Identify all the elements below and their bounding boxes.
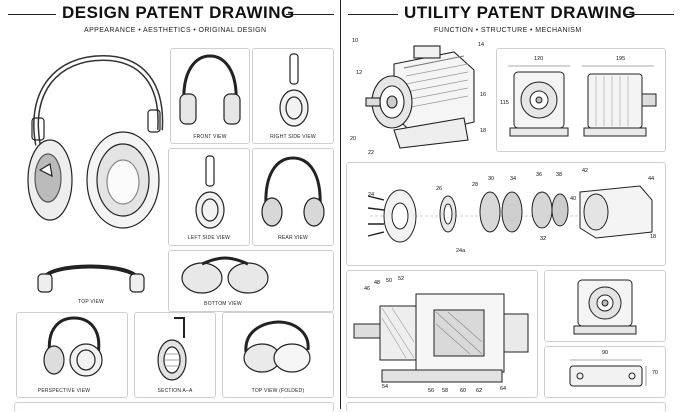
- sec-ref-48: 48: [374, 280, 381, 286]
- sec-ref-46: 46: [364, 286, 371, 292]
- utility-title-rule-left: [348, 14, 398, 15]
- ref-16: 16: [480, 92, 487, 98]
- ref-20: 20: [350, 136, 357, 142]
- sec-ref-60: 60: [460, 388, 467, 394]
- perspective-view-drawing: [43, 316, 103, 377]
- end-view-drawing: [573, 279, 637, 335]
- motor-side-orthographic: [582, 65, 657, 137]
- right-view-drawing: [279, 53, 309, 127]
- ref-14: 14: [478, 42, 485, 48]
- utility-subtitle: FUNCTION • STRUCTURE • MECHANISM: [434, 27, 582, 34]
- perspective-view-caption: PERSPECTIVE VIEW: [37, 388, 91, 394]
- sec-ref-64: 64: [500, 386, 507, 392]
- left-view-caption: LEFT SIDE VIEW: [187, 235, 231, 241]
- utility-title: UTILITY PATENT DRAWING: [404, 3, 636, 22]
- exp-ref-26: 26: [436, 186, 443, 192]
- exp-ref-18: 18: [650, 234, 657, 240]
- dim-width-top: 120: [534, 56, 544, 62]
- headphones-main-illustration: [27, 54, 164, 229]
- right-view-caption: RIGHT SIDE VIEW: [270, 134, 316, 140]
- exp-ref-44: 44: [648, 176, 655, 182]
- exp-ref-24a: 24a: [456, 248, 466, 254]
- bottom-strip-right: [346, 402, 666, 412]
- exp-ref-34: 34: [510, 176, 517, 182]
- folded-view-caption: TOP VIEW (FOLDED): [251, 388, 305, 394]
- sec-ref-54: 54: [382, 384, 389, 390]
- motor-front-orthographic: [508, 65, 570, 137]
- folded-view-drawing: [243, 320, 311, 373]
- front-view-drawing: [179, 54, 241, 125]
- ref-18: 18: [480, 128, 487, 134]
- dim-side: 70: [652, 370, 659, 376]
- dim-width-side: 195: [616, 56, 626, 62]
- left-view-drawing: [195, 155, 225, 229]
- section-cut-drawing: [353, 293, 529, 383]
- base-view-drawing: [569, 359, 647, 387]
- ref-22: 22: [368, 150, 375, 156]
- exp-ref-24: 24: [368, 192, 375, 198]
- utility-title-rule-right: [624, 14, 674, 15]
- sec-ref-50: 50: [386, 278, 393, 284]
- sec-ref-58: 58: [442, 388, 449, 394]
- exp-ref-40: 40: [570, 196, 577, 202]
- exploded-view-drawing: [367, 185, 653, 243]
- motor-main-illustration: [365, 45, 475, 149]
- rear-view-drawing: [261, 156, 325, 227]
- dim-height: 115: [500, 100, 509, 106]
- design-title: DESIGN PATENT DRAWING: [62, 3, 295, 22]
- top-view-drawing: [37, 264, 145, 293]
- exp-ref-32: 32: [540, 236, 547, 242]
- sec-ref-52: 52: [398, 276, 405, 282]
- sec-ref-56: 56: [428, 388, 435, 394]
- ref-10: 10: [352, 38, 359, 44]
- ref-12: 12: [356, 70, 363, 76]
- design-title-rule-right: [286, 14, 334, 15]
- exp-ref-38: 38: [556, 172, 563, 178]
- exp-ref-28: 28: [472, 182, 479, 188]
- dim-bottom: 90: [602, 350, 609, 356]
- sec-ref-62: 62: [476, 388, 483, 394]
- bottom-view-caption: BOTTOM VIEW: [204, 301, 242, 307]
- bottom-strip-left: [14, 402, 334, 412]
- exp-ref-42: 42: [582, 168, 589, 174]
- rear-view-caption: REAR VIEW: [278, 235, 308, 241]
- exp-ref-30: 30: [488, 176, 495, 182]
- design-subtitle: APPEARANCE • AESTHETICS • ORIGINAL DESIG…: [84, 27, 267, 34]
- top-view-caption: TOP VIEW: [78, 299, 104, 305]
- front-view-caption: FRONT VIEW: [193, 134, 227, 140]
- exp-ref-36: 36: [536, 172, 543, 178]
- bottom-view-drawing: [181, 256, 269, 294]
- section-view-drawing: [157, 317, 187, 381]
- section-view-caption: SECTION A–A: [157, 388, 193, 394]
- design-title-rule-left: [8, 14, 56, 15]
- center-divider: [340, 0, 341, 409]
